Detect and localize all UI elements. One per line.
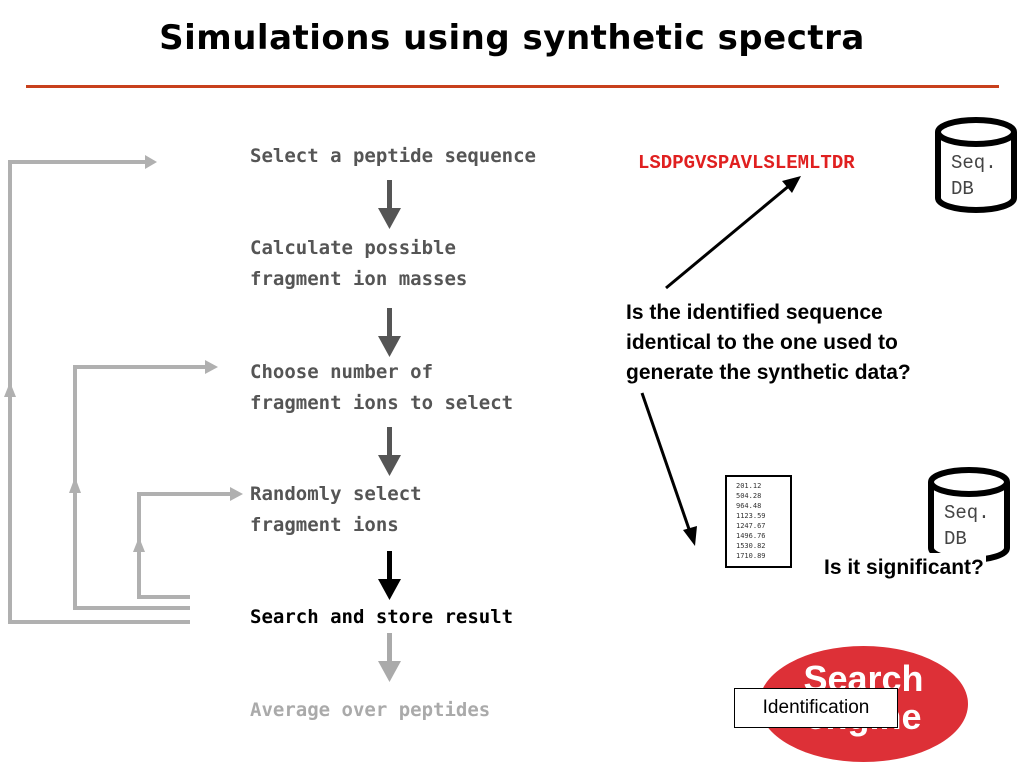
step-arrow-2 — [378, 308, 401, 357]
spectrum-peak: 1496.76 — [736, 532, 766, 540]
database-label-line: Seq. — [951, 152, 997, 174]
spectrum-peak: 504.28 — [736, 492, 762, 500]
loop-arrow-outer — [4, 155, 190, 624]
database-label-line: DB — [951, 178, 974, 200]
step-choose-number: Choose number of fragment ions to select — [250, 357, 513, 419]
step-random-select: Randomly select fragment ions — [250, 479, 422, 541]
question-line: identical to the one used to — [626, 331, 898, 354]
synthetic-spectrum-list: 201.12 504.28 964.48 1123.59 1247.67 149… — [725, 475, 792, 568]
database-cylinder-icon — [935, 117, 1017, 213]
step-calculate-fragments: Calculate possible fragment ion masses — [250, 233, 467, 295]
database-label-line: Seq. — [944, 502, 990, 524]
step-average: Average over peptides — [250, 695, 490, 726]
database-cylinder-icon — [928, 467, 1010, 563]
database-label: Seq. DB — [944, 500, 1014, 546]
spectrum-peak: 1530.82 — [736, 542, 766, 550]
loop-arrow-inner — [133, 487, 243, 599]
loop-arrow-middle — [69, 360, 218, 610]
step-arrow-3 — [378, 427, 401, 476]
step-text: Search and store result — [250, 606, 514, 628]
step-arrow-5 — [378, 633, 401, 682]
step-arrow-4 — [378, 551, 401, 600]
step-arrow-1 — [378, 180, 401, 229]
step-text: Select a peptide sequence — [250, 145, 536, 167]
question-line: Is the identified sequence — [626, 301, 883, 324]
step-select-peptide: Select a peptide sequence — [250, 141, 536, 172]
arrow-to-peptide — [665, 176, 801, 290]
identification-box: Identification — [734, 688, 898, 728]
step-text: Choose number of — [250, 361, 434, 383]
question-line: generate the synthetic data? — [626, 361, 911, 384]
step-text: fragment ions to select — [250, 392, 514, 414]
peptide-sequence: LSDPGVSPAVLSLEMLTDR — [638, 152, 855, 174]
database-label: Seq. DB — [951, 150, 1015, 204]
spectrum-peak: 964.48 — [736, 502, 762, 510]
step-search-store: Search and store result — [250, 602, 513, 633]
step-text: Randomly select — [250, 483, 422, 505]
question-significance: Is it significant? — [822, 553, 986, 583]
arrow-to-spectrum — [640, 392, 697, 546]
spectrum-peak: 1247.67 — [736, 522, 766, 530]
step-text: fragment ions — [250, 514, 399, 536]
step-text: Calculate possible — [250, 237, 456, 259]
spectrum-peak: 1710.89 — [736, 552, 766, 560]
question-identity: Is the identified sequence identical to … — [626, 298, 911, 388]
slide-title: Simulations using synthetic spectra — [159, 18, 865, 58]
title-divider — [26, 85, 999, 88]
step-text: Average over peptides — [250, 699, 491, 721]
spectrum-peak: 1123.59 — [736, 512, 766, 520]
database-label-line: DB — [944, 528, 967, 546]
step-text: fragment ion masses — [250, 268, 468, 290]
spectrum-peak: 201.12 — [736, 482, 762, 490]
